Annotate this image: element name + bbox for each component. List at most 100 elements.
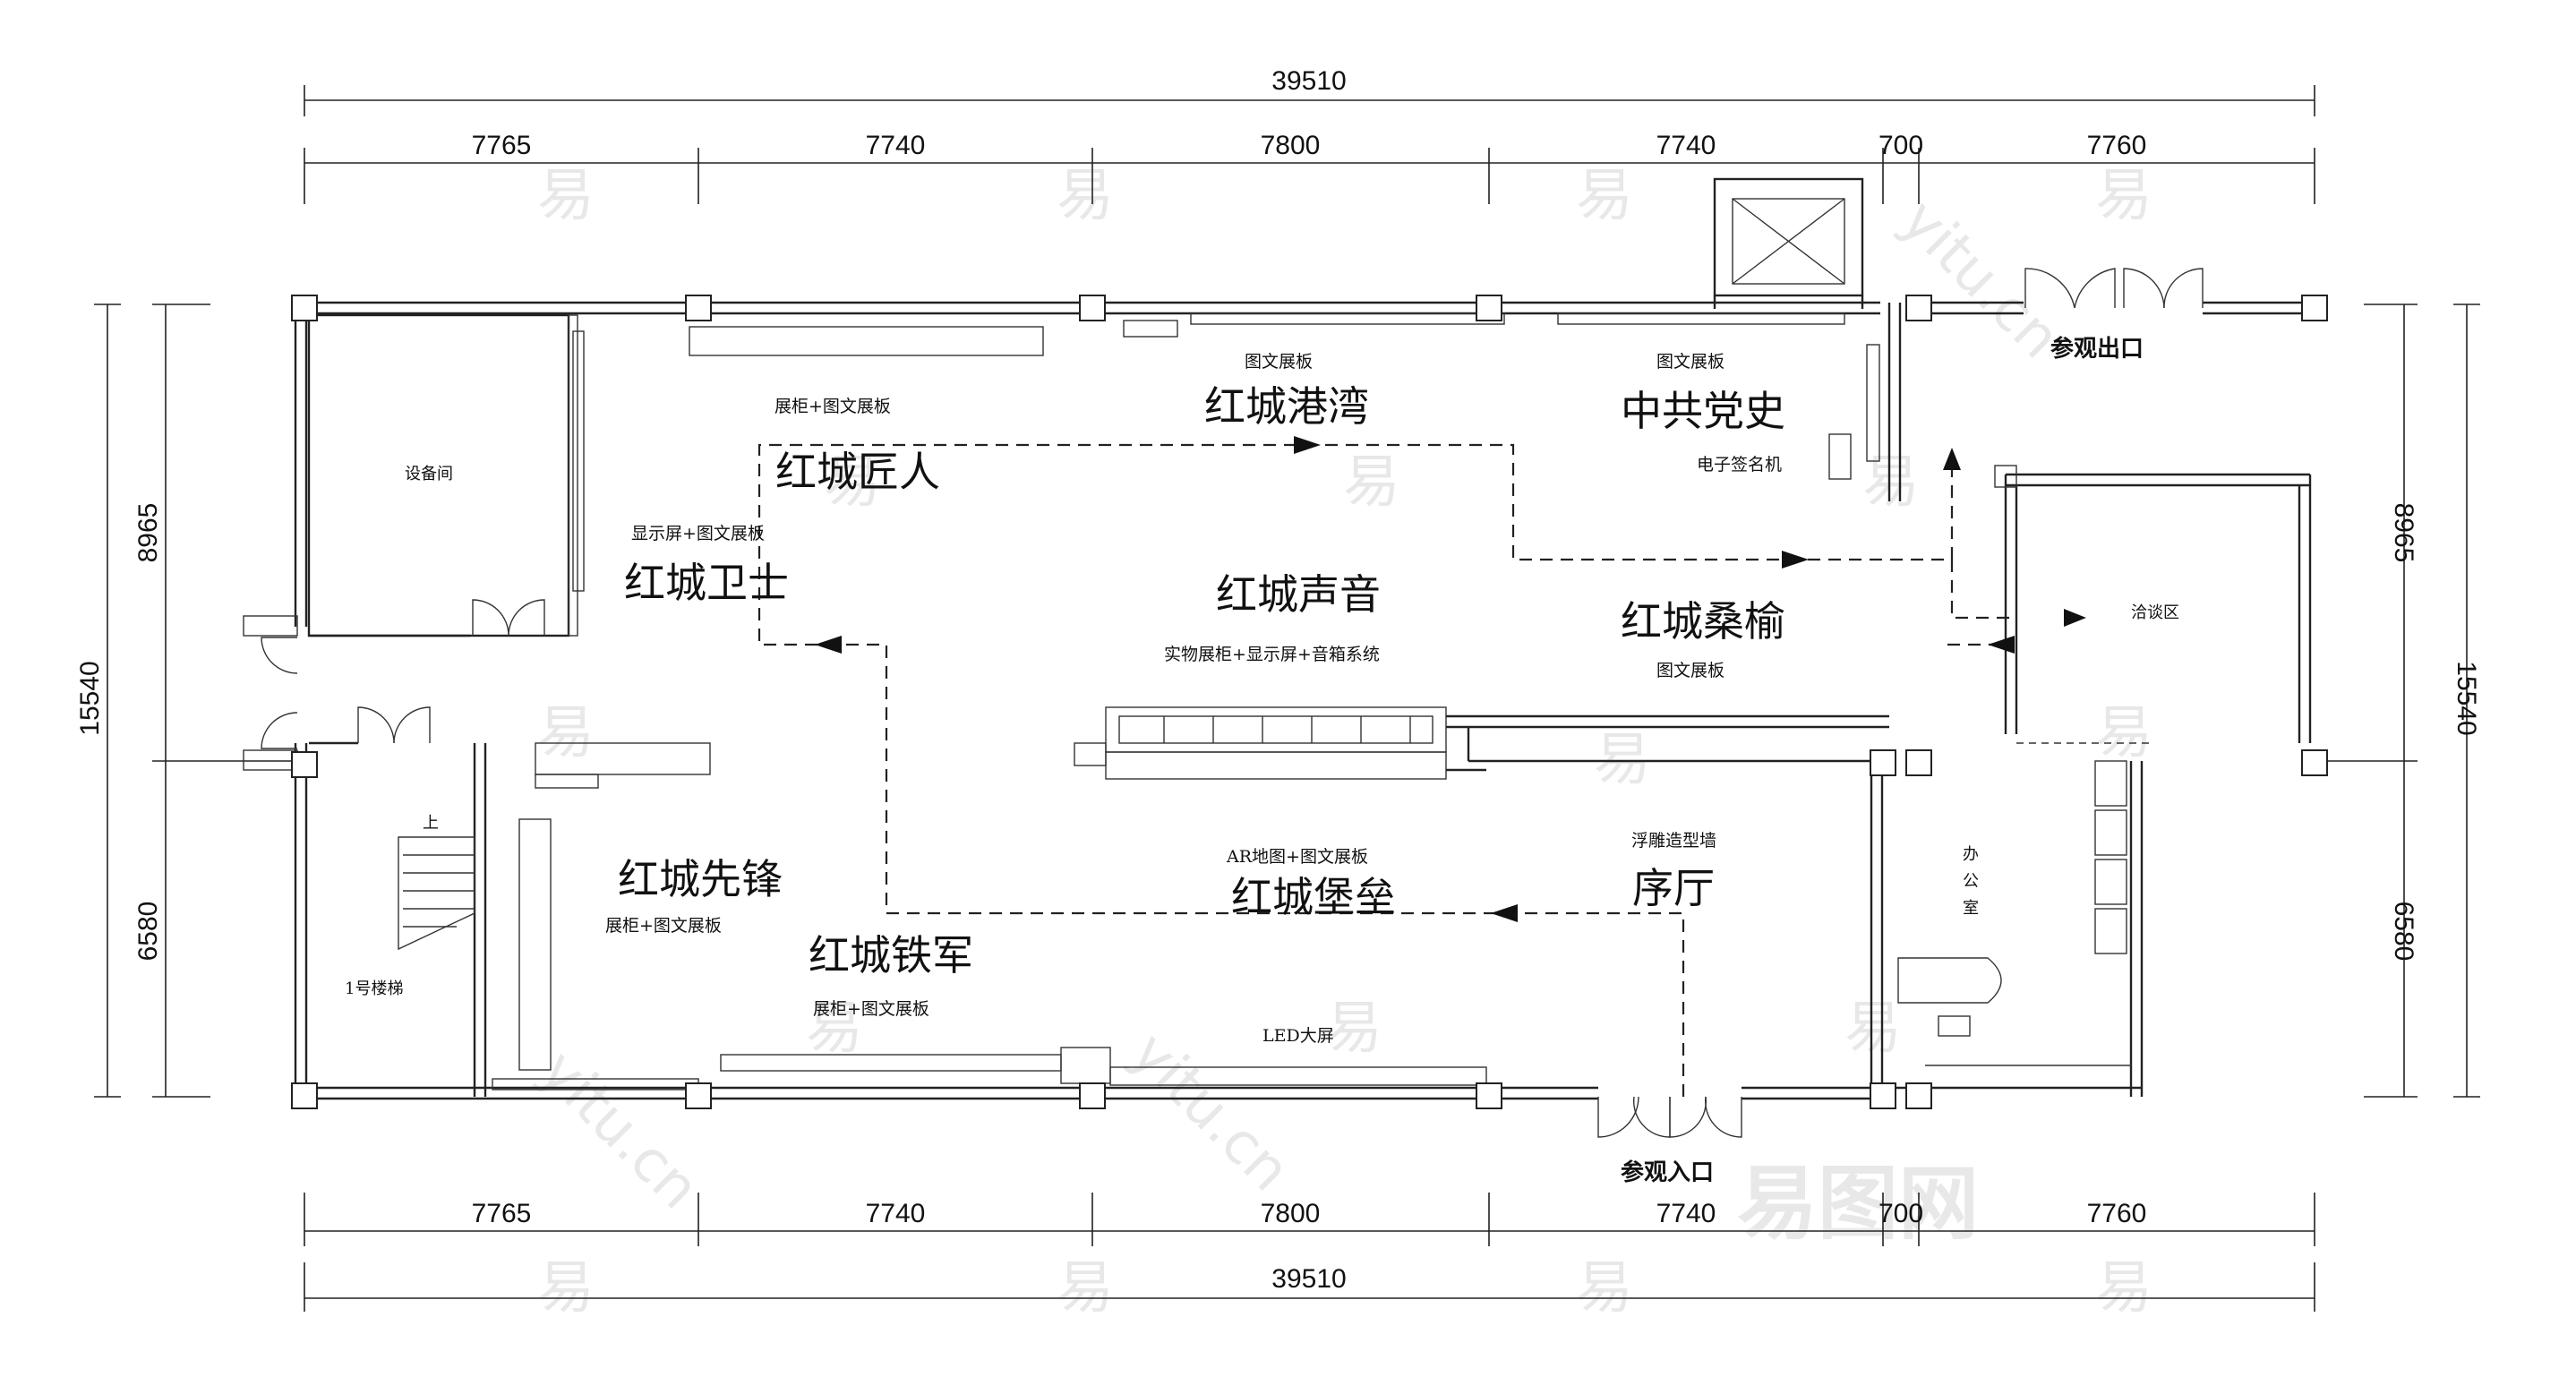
dim-top-seg-3: 7800 — [1261, 131, 1321, 160]
column — [1476, 1082, 1502, 1109]
tiejun-note: 展柜+图文展板 — [813, 999, 929, 1019]
door-swing — [472, 599, 509, 637]
watermark-char: 易 — [2095, 163, 2152, 229]
column — [685, 1082, 712, 1109]
visitor-route — [757, 436, 2086, 1097]
dim-total-bottom: 39510 — [1271, 1264, 1346, 1294]
dim-left-seg-2: 6580 — [133, 902, 163, 962]
column — [2301, 749, 2328, 776]
door-swing — [1669, 1096, 1707, 1138]
dim-top-seg-5: 700 — [1879, 131, 1923, 160]
dimensions-bottom: 7765 7740 7800 7740 700 7760 39510 — [304, 1193, 2315, 1312]
xuting-note: 浮雕造型墙 — [1631, 831, 1716, 851]
watermark-site: yitu.cn — [1118, 1020, 1303, 1204]
dim-bottom-seg-1: 7765 — [472, 1199, 532, 1228]
zone-labels: 图文展板 红城港湾 图文展板 中共党史 电子签名机 展柜+图文展板 红城匠人 显… — [605, 352, 1785, 1046]
room-office-1: 办 — [1963, 845, 1979, 864]
dim-bottom-seg-6: 7760 — [2087, 1199, 2147, 1228]
watermark-site: yitu.cn — [1888, 187, 2073, 372]
e-sign-note: 电子签名机 — [1697, 455, 1782, 475]
column — [1079, 1082, 1106, 1109]
sangyu-note: 图文展板 — [1656, 661, 1724, 680]
door-swing — [261, 712, 298, 749]
zone-sangyu: 红城桑榆 — [1621, 597, 1785, 646]
column — [2301, 295, 2328, 321]
dim-right-seg-1: 8965 — [2389, 503, 2418, 563]
dim-left-seg-1: 8965 — [133, 503, 163, 563]
zone-jiangren: 红城匠人 — [775, 448, 940, 496]
watermark-char: 易 — [1057, 1255, 1114, 1321]
door-swing — [2074, 268, 2116, 309]
zone-weishi: 红城卫士 — [624, 559, 789, 607]
door-swing — [1597, 1096, 1639, 1138]
dangshi-note: 图文展板 — [1656, 352, 1724, 372]
column — [1870, 1082, 1896, 1109]
watermark-char: 易 — [1862, 449, 1920, 516]
dim-top-seg-2: 7740 — [866, 131, 926, 160]
room-equipment: 设备间 — [405, 465, 453, 483]
route-arrow — [1988, 636, 2015, 654]
door-swing — [1704, 1096, 1742, 1138]
dimensions-right: 15540 8965 6580 — [2310, 304, 2481, 1098]
column — [1476, 295, 1502, 321]
watermark-char: 易 — [1057, 163, 1114, 229]
room-negotiation: 洽谈区 — [2131, 603, 2179, 622]
dim-left-total: 15540 — [75, 661, 105, 735]
door-swing — [261, 637, 298, 674]
column — [685, 295, 712, 321]
column — [1905, 295, 1932, 321]
visit-entrance-label: 参观入口 — [1621, 1159, 1714, 1186]
led-screen-note: LED大屏 — [1262, 1026, 1334, 1046]
zone-baolei: 红城堡垒 — [1231, 873, 1396, 921]
watermark-char: 易 — [1844, 996, 1902, 1062]
door-swing — [2024, 268, 2075, 309]
stair-up: 上 — [423, 814, 439, 833]
column — [291, 751, 318, 778]
dimensions-left: 15540 8965 6580 — [75, 304, 304, 1098]
watermark-char: 易 — [1576, 1255, 1633, 1321]
route-arrow — [815, 636, 842, 654]
dim-bottom-seg-5: 700 — [1879, 1199, 1923, 1228]
route-arrow — [2064, 609, 2086, 627]
door-swing — [393, 706, 431, 744]
watermark-char: 易 — [1325, 996, 1382, 1062]
shengyin-note: 实物展柜+显示屏+音箱系统 — [1164, 645, 1380, 664]
door-swing — [508, 599, 545, 637]
zone-shengyin: 红城声音 — [1216, 570, 1381, 619]
dim-top-seg-1: 7765 — [472, 131, 532, 160]
dim-total-top: 39510 — [1271, 66, 1346, 96]
column — [1870, 749, 1896, 776]
route-arrow — [1943, 448, 1961, 470]
zone-dangshi: 中共党史 — [1621, 387, 1785, 435]
dim-bottom-seg-3: 7800 — [1261, 1199, 1321, 1228]
watermark-char: 易 — [537, 700, 595, 766]
zone-tiejun: 红城铁军 — [809, 931, 973, 979]
column — [1905, 749, 1932, 776]
jiangren-note: 展柜+图文展板 — [775, 397, 891, 416]
dim-bottom-seg-2: 7740 — [866, 1199, 926, 1228]
dimensions-top: 39510 7765 7740 7800 7740 700 7760 — [304, 66, 2315, 204]
dim-bottom-seg-4: 7740 — [1656, 1199, 1716, 1228]
zone-xianfeng: 红城先锋 — [618, 855, 783, 903]
column — [1905, 1082, 1932, 1109]
door-swing — [2163, 268, 2204, 309]
weishi-note: 显示屏+图文展板 — [631, 524, 765, 543]
baolei-note: AR地图+图文展板 — [1226, 847, 1368, 867]
watermark-char: 易 — [2095, 700, 2152, 766]
zone-gangwan: 红城港湾 — [1204, 382, 1369, 431]
room-office-3: 室 — [1963, 899, 1979, 918]
gangwan-note: 图文展板 — [1245, 352, 1313, 372]
column — [1079, 295, 1106, 321]
dim-right-seg-2: 6580 — [2389, 902, 2418, 962]
route-arrow — [1294, 436, 1321, 454]
column — [291, 1082, 318, 1109]
room-stair: 1号楼梯 — [345, 979, 403, 998]
route-arrow — [1491, 904, 1518, 922]
doors — [261, 268, 2204, 1138]
watermark-char: 易 — [2095, 1255, 2152, 1321]
room-labels: 设备间 1号楼梯 上 洽谈区 办 公 室 — [345, 465, 2179, 998]
watermark-char: 易 — [537, 1255, 595, 1321]
dim-top-seg-6: 7760 — [2087, 131, 2147, 160]
door-swing — [357, 706, 395, 744]
